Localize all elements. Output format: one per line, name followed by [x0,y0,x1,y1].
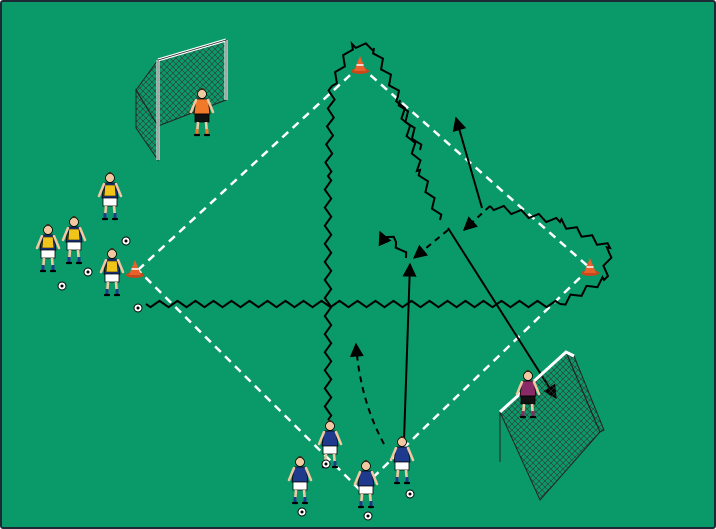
ball-icon [84,268,92,276]
ball-icon [134,304,142,312]
ball-icon [298,508,306,516]
ball-icon [58,282,66,290]
ball-icon [322,460,330,468]
ball-icon [406,490,414,498]
ball-icon [364,512,372,520]
ball-icon [122,237,130,245]
